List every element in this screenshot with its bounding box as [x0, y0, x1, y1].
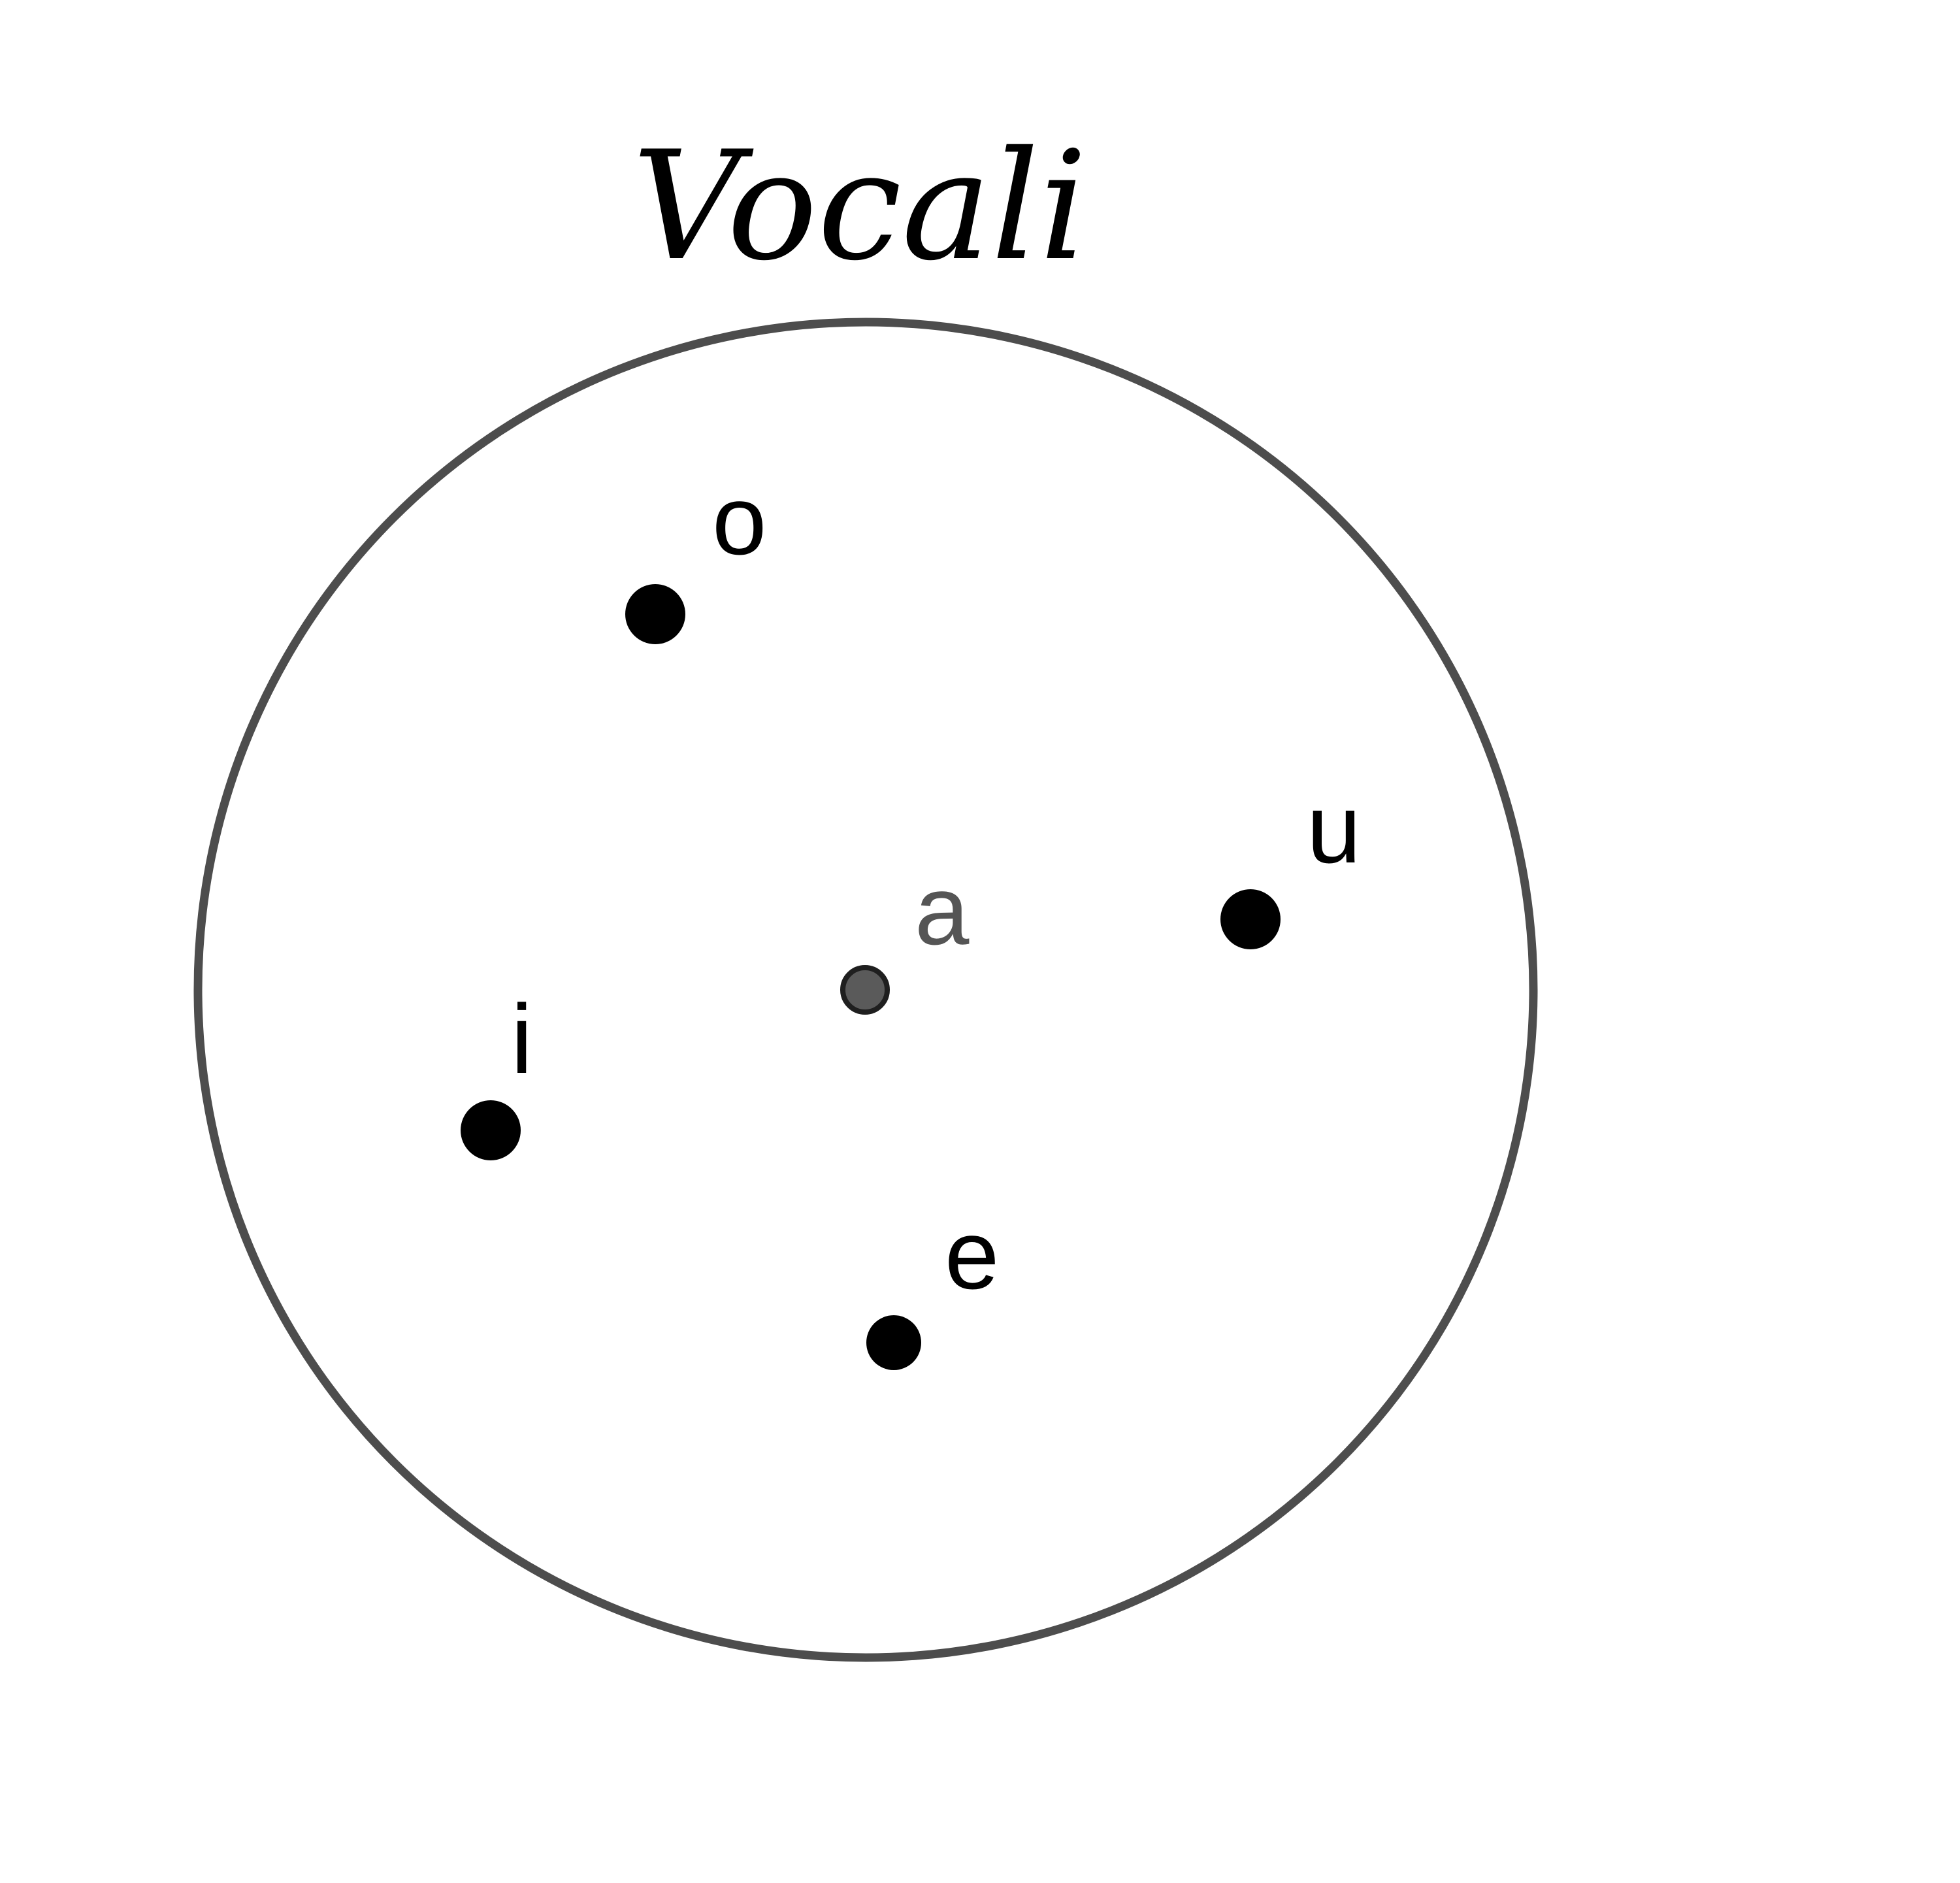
element-label-u: u [1307, 774, 1361, 883]
element-point-e [866, 1315, 921, 1370]
element-label-a: a [915, 855, 970, 965]
set-boundary-circle [193, 318, 1538, 1662]
element-o: o [625, 465, 766, 644]
element-label-o: o [712, 465, 766, 575]
set-elements: o u a i e [461, 465, 1361, 1370]
element-point-i [461, 1100, 521, 1160]
element-i: i [461, 984, 532, 1160]
element-a: a [840, 855, 970, 1015]
element-point-o [625, 584, 685, 644]
set-title: Vocali [632, 120, 1088, 294]
element-point-u [1220, 889, 1281, 949]
element-label-e: e [945, 1200, 999, 1309]
element-e: e [866, 1200, 999, 1370]
element-u: u [1220, 774, 1361, 949]
element-label-i: i [511, 984, 532, 1094]
element-point-a [840, 965, 890, 1015]
